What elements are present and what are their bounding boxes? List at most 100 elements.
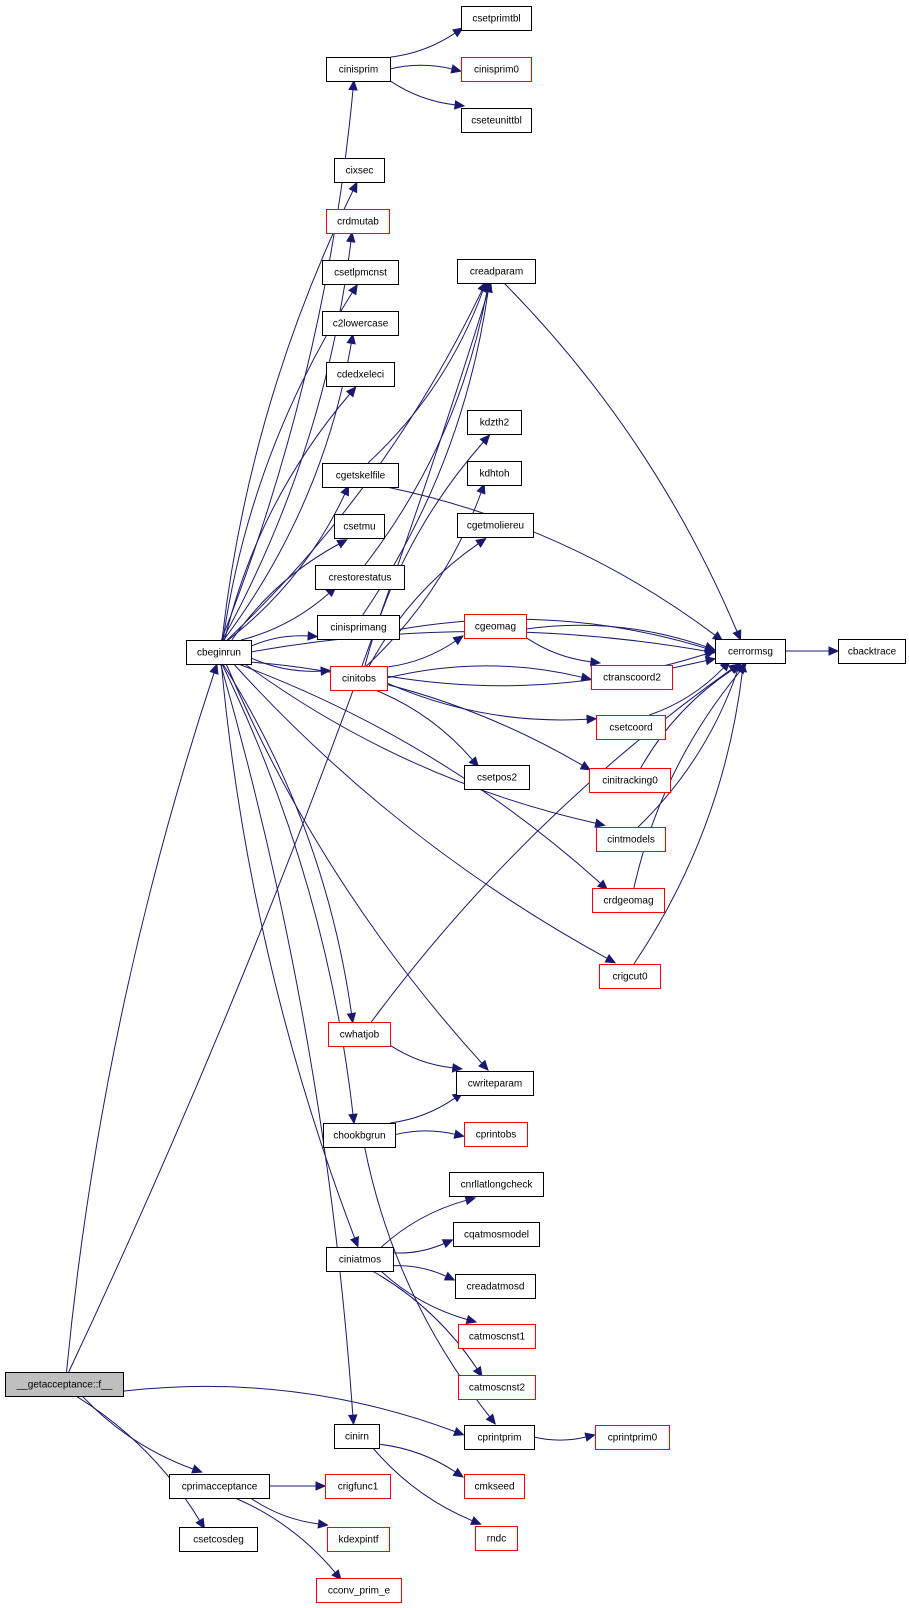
node-box[interactable] bbox=[595, 1425, 670, 1450]
node-box[interactable] bbox=[464, 765, 530, 790]
node-kdexpintf[interactable]: kdexpintf bbox=[327, 1527, 390, 1552]
node-crigcut0[interactable]: crigcut0 bbox=[599, 964, 661, 989]
node-cinitobs[interactable]: cinitobs bbox=[330, 666, 388, 691]
node-box[interactable] bbox=[475, 1526, 518, 1551]
node-box[interactable] bbox=[322, 260, 399, 285]
node-box[interactable] bbox=[467, 461, 522, 486]
node-catmoscnst2[interactable]: catmoscnst2 bbox=[458, 1375, 536, 1400]
node-box[interactable] bbox=[458, 1324, 536, 1349]
node-cnrllatlongcheck[interactable]: cnrllatlongcheck bbox=[449, 1172, 544, 1197]
node-c2lowercase[interactable]: c2lowercase bbox=[322, 311, 399, 336]
node-box[interactable] bbox=[715, 639, 786, 664]
node-cprintobs[interactable]: cprintobs bbox=[464, 1122, 528, 1147]
node-ctranscoord2[interactable]: ctranscoord2 bbox=[591, 665, 673, 690]
node-box[interactable] bbox=[322, 311, 399, 336]
node-cixsec[interactable]: cixsec bbox=[334, 158, 385, 183]
node-box[interactable] bbox=[458, 1375, 536, 1400]
node-box[interactable] bbox=[316, 1578, 402, 1603]
node-kdzth2[interactable]: kdzth2 bbox=[467, 410, 522, 435]
node-box[interactable] bbox=[838, 639, 906, 664]
node-cgetmoliereu[interactable]: cgetmoliereu bbox=[457, 513, 534, 538]
node-box[interactable] bbox=[315, 565, 405, 590]
node-cinirn[interactable]: cinirn bbox=[334, 1424, 380, 1449]
node-box[interactable] bbox=[326, 1247, 394, 1272]
node-box[interactable] bbox=[461, 108, 532, 133]
node-cwhatjob[interactable]: cwhatjob bbox=[328, 1022, 391, 1047]
node-box[interactable] bbox=[464, 1425, 535, 1450]
node-csetcosdeg[interactable]: csetcosdeg bbox=[179, 1527, 258, 1552]
node-cprintprim0[interactable]: cprintprim0 bbox=[595, 1425, 670, 1450]
node-rndc[interactable]: rndc bbox=[475, 1526, 518, 1551]
node-box[interactable] bbox=[326, 209, 390, 234]
node-getacceptance[interactable]: __getacceptance::f__ bbox=[5, 1372, 124, 1397]
node-box[interactable] bbox=[455, 1274, 536, 1299]
node-cmkseed[interactable]: cmkseed bbox=[464, 1474, 525, 1499]
node-cbacktrace[interactable]: cbacktrace bbox=[838, 639, 906, 664]
node-box[interactable] bbox=[186, 640, 252, 665]
node-chookbgrun[interactable]: chookbgrun bbox=[323, 1123, 396, 1148]
node-crigfunc1[interactable]: crigfunc1 bbox=[325, 1474, 391, 1499]
node-catmoscnst1[interactable]: catmoscnst1 bbox=[458, 1324, 536, 1349]
node-box[interactable] bbox=[456, 1071, 534, 1096]
node-box[interactable] bbox=[327, 1527, 390, 1552]
node-box[interactable] bbox=[322, 463, 399, 488]
node-box[interactable] bbox=[334, 1424, 380, 1449]
node-box[interactable] bbox=[317, 615, 400, 640]
node-box[interactable] bbox=[591, 665, 673, 690]
node-cseteunittbl[interactable]: cseteunittbl bbox=[461, 108, 532, 133]
node-box[interactable] bbox=[592, 888, 665, 913]
node-box[interactable] bbox=[325, 1474, 391, 1499]
node-cinisprimang[interactable]: cinisprimang bbox=[317, 615, 400, 640]
node-cprintprim[interactable]: cprintprim bbox=[464, 1425, 535, 1450]
node-box[interactable] bbox=[326, 57, 391, 82]
node-box[interactable] bbox=[179, 1527, 258, 1552]
node-box[interactable] bbox=[330, 666, 388, 691]
node-kdhtoh[interactable]: kdhtoh bbox=[467, 461, 522, 486]
node-box[interactable] bbox=[334, 158, 385, 183]
node-box[interactable] bbox=[449, 1172, 544, 1197]
node-box[interactable] bbox=[464, 1474, 525, 1499]
node-box[interactable] bbox=[326, 362, 395, 387]
node-cintmodels[interactable]: cintmodels bbox=[596, 827, 666, 852]
node-cprimacceptance[interactable]: cprimacceptance bbox=[169, 1474, 270, 1499]
node-box[interactable] bbox=[464, 614, 527, 639]
node-csetcoord[interactable]: csetcoord bbox=[596, 715, 666, 740]
node-box[interactable] bbox=[328, 1022, 391, 1047]
node-cerrormsg[interactable]: cerrormsg bbox=[715, 639, 786, 664]
node-csetprimtbl[interactable]: csetprimtbl bbox=[461, 6, 532, 31]
node-box[interactable] bbox=[599, 964, 661, 989]
node-box[interactable] bbox=[464, 1122, 528, 1147]
node-box[interactable] bbox=[457, 513, 534, 538]
node-csetlpmcnst[interactable]: csetlpmcnst bbox=[322, 260, 399, 285]
node-cinisprim[interactable]: cinisprim bbox=[326, 57, 391, 82]
node-box[interactable] bbox=[5, 1372, 124, 1397]
node-crdgeomag[interactable]: crdgeomag bbox=[592, 888, 665, 913]
node-box[interactable] bbox=[467, 410, 522, 435]
node-cgeomag[interactable]: cgeomag bbox=[464, 614, 527, 639]
node-cdedxeleci[interactable]: cdedxeleci bbox=[326, 362, 395, 387]
node-crestorestatus[interactable]: crestorestatus bbox=[315, 565, 405, 590]
node-cinitracking0[interactable]: cinitracking0 bbox=[589, 768, 671, 793]
node-creadatmosd[interactable]: creadatmosd bbox=[455, 1274, 536, 1299]
node-box[interactable] bbox=[589, 768, 671, 793]
node-creadparam[interactable]: creadparam bbox=[457, 259, 536, 284]
node-ciniatmos[interactable]: ciniatmos bbox=[326, 1247, 394, 1272]
node-cqatmosmodel[interactable]: cqatmosmodel bbox=[453, 1222, 540, 1247]
node-box[interactable] bbox=[461, 6, 532, 31]
node-csetpos2[interactable]: csetpos2 bbox=[464, 765, 530, 790]
node-cinisprim0[interactable]: cinisprim0 bbox=[461, 57, 532, 82]
node-box[interactable] bbox=[596, 715, 666, 740]
node-box[interactable] bbox=[461, 57, 532, 82]
node-box[interactable] bbox=[169, 1474, 270, 1499]
node-cbeginrun[interactable]: cbeginrun bbox=[186, 640, 252, 665]
node-cgetskelfile[interactable]: cgetskelfile bbox=[322, 463, 399, 488]
node-cconv_prim_e[interactable]: cconv_prim_e bbox=[316, 1578, 402, 1603]
node-box[interactable] bbox=[453, 1222, 540, 1247]
node-crdmutab[interactable]: crdmutab bbox=[326, 209, 390, 234]
node-cwriteparam[interactable]: cwriteparam bbox=[456, 1071, 534, 1096]
node-box[interactable] bbox=[334, 514, 385, 539]
node-box[interactable] bbox=[457, 259, 536, 284]
node-box[interactable] bbox=[323, 1123, 396, 1148]
node-csetmu[interactable]: csetmu bbox=[334, 514, 385, 539]
node-box[interactable] bbox=[596, 827, 666, 852]
